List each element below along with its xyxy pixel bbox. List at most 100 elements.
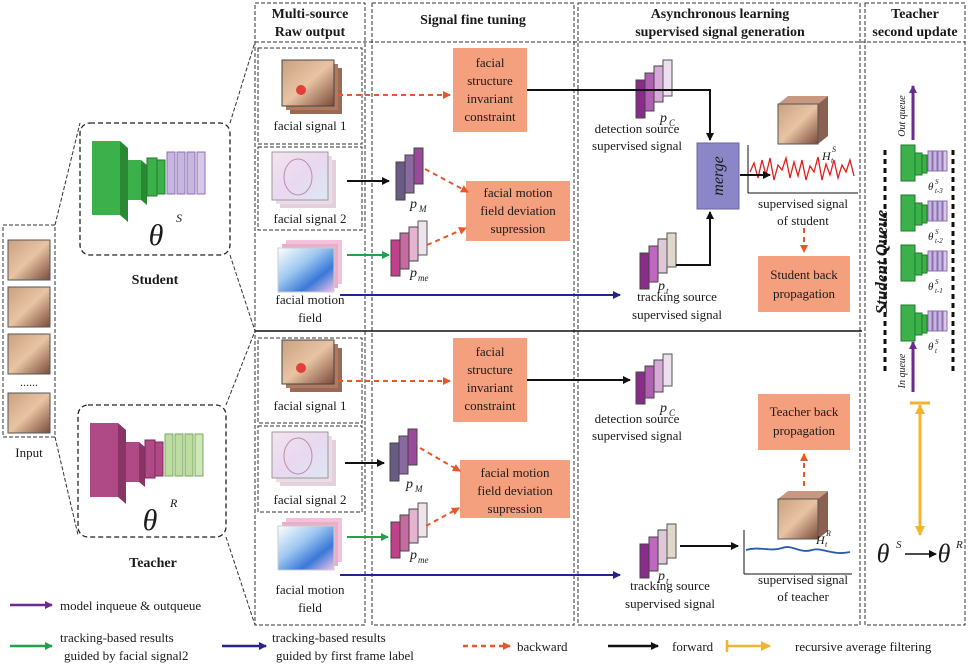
header-async-line1: Asynchronous learning <box>651 7 790 22</box>
structure-constraint-box <box>453 48 527 132</box>
teacher-pM-sub: M <box>414 484 423 494</box>
header-teacher-line1: Teacher <box>891 7 939 22</box>
input-frame <box>2 224 56 438</box>
legend-filter-text: recursive average filtering <box>795 639 932 654</box>
queue-theta-2: θ <box>928 231 934 243</box>
student-theta: θ <box>149 219 164 252</box>
input-strip: ...... Input <box>2 41 256 626</box>
teacher-pme-stack-icon <box>390 502 428 559</box>
HtS-label: H <box>821 149 832 163</box>
teacher-pC-label: p <box>659 401 667 416</box>
legend: model inqueue & outqueue tracking-based … <box>10 598 932 663</box>
HtS-sub: t <box>831 156 834 165</box>
raw-output-frame <box>254 2 366 626</box>
student-raw-outputs: facial signal 1 facial signal 2 facial m… <box>257 47 363 325</box>
teacher-structure-text-1: facial <box>476 344 505 359</box>
teacher-theta: θ <box>143 504 158 537</box>
facial-signal-1-thumb <box>281 59 342 114</box>
teacher-raw-outputs: facial signal 1 facial signal 2 facial m… <box>257 337 363 615</box>
teacher-async-learning: p C detection source supervised signal T… <box>592 353 852 611</box>
facial-signal-1-label: facial signal 1 <box>274 118 347 133</box>
teacher-motion-field-label-2: field <box>298 600 322 615</box>
teacher-pC-sub: C <box>669 408 676 418</box>
queue-theta-sub-3: t-1 <box>935 287 943 295</box>
pme-stack-icon <box>390 220 428 277</box>
merge-label: merge <box>710 156 727 195</box>
teacher-heatmap-cube <box>777 491 828 540</box>
teacher-structure-box <box>453 338 527 422</box>
student-heatmap-cube <box>777 96 828 145</box>
teacher-pC-stack-icon <box>635 353 673 405</box>
legend-blue-text-1: tracking-based results <box>272 630 386 645</box>
teacher-structure-text-3: invariant <box>467 380 514 395</box>
teacher-motion-text-3: supression <box>488 501 543 516</box>
tracking-label-1: tracking source <box>637 289 717 304</box>
student-sup-label-2: of student <box>777 213 829 228</box>
pt-stack-icon <box>639 232 677 290</box>
pC-label: p <box>659 111 667 126</box>
detection-label-2: supervised signal <box>592 138 682 153</box>
input-face-frames <box>7 239 51 434</box>
HtR-label: H <box>815 533 826 547</box>
teacher-sup-label-2: of teacher <box>777 589 829 604</box>
pM-sub: M <box>418 204 427 214</box>
update-theta-r-sup: R <box>955 539 963 551</box>
pC-sub: C <box>669 118 676 128</box>
HtS-sup: S <box>832 145 836 154</box>
teacher-motion-field-thumb <box>277 518 342 571</box>
teacher-frame <box>77 404 227 538</box>
student-label: Student <box>132 273 179 288</box>
input-face-2 <box>7 286 51 328</box>
teacher-fine-tuning: facial structure invariant constraint fa… <box>389 338 570 565</box>
queue-theta-sup-4: S <box>935 338 939 346</box>
motion-text-1: facial motion <box>484 185 553 200</box>
panel-frames <box>254 2 966 626</box>
motion-field-thumb <box>277 240 342 293</box>
teacher-label: Teacher <box>129 556 177 571</box>
student-network-icon <box>92 141 206 222</box>
pme-label: p <box>409 266 417 281</box>
teacher-facial-signal-1-label: facial signal 1 <box>274 398 347 413</box>
queue-theta-sup-3: S <box>935 278 939 286</box>
student-frame <box>79 122 231 256</box>
detection-label-1: detection source <box>595 121 680 136</box>
teacher-pme-label: p <box>409 548 417 563</box>
teacher-backprop-2: propagation <box>773 423 836 438</box>
pme-sub: me <box>418 273 429 283</box>
teacher-facial-signal-2-thumb <box>271 431 336 486</box>
input-face-3 <box>7 333 51 375</box>
teacher-pM-stack-icon <box>389 428 418 482</box>
teacher-facial-signal-2-label: facial signal 2 <box>274 492 347 507</box>
teacher-pt-sub: t <box>666 576 669 586</box>
structure-text-4: constraint <box>464 109 516 124</box>
teacher-detection-label-2: supervised signal <box>592 428 682 443</box>
motion-field-label-2: field <box>298 310 322 325</box>
header-raw-output-line2: Raw output <box>275 25 346 40</box>
queue-theta-sub-2: t-2 <box>935 237 943 245</box>
student-backprop-1: Student back <box>770 267 838 282</box>
tracking-label-2: supervised signal <box>632 307 722 322</box>
teacher-sup-label-1: supervised signal <box>758 572 848 587</box>
update-theta-s-sup: S <box>896 539 902 551</box>
flow-arrows <box>338 89 808 579</box>
queue-theta-4: θ <box>928 341 934 353</box>
teacher-network-icon <box>90 423 204 504</box>
queue-theta-1: θ <box>928 181 934 193</box>
input-label: Input <box>15 445 43 460</box>
queue-title: Student Queue <box>872 209 891 314</box>
teacher-structure-text-2: structure <box>467 362 513 377</box>
motion-text-2: field deviation <box>480 203 556 218</box>
header-teacher-line2: second update <box>872 25 957 40</box>
HtR-sub: t <box>825 540 828 549</box>
fine-tuning-frame <box>371 2 575 626</box>
motion-deviation-box <box>466 181 570 241</box>
queue-theta-sub-4: t <box>935 347 938 355</box>
header-async-line2: supervised signal generation <box>635 25 805 40</box>
student-signal-plot <box>747 145 858 194</box>
teacher-theta-sup: R <box>169 496 178 510</box>
HtR-sup: R <box>825 529 831 538</box>
